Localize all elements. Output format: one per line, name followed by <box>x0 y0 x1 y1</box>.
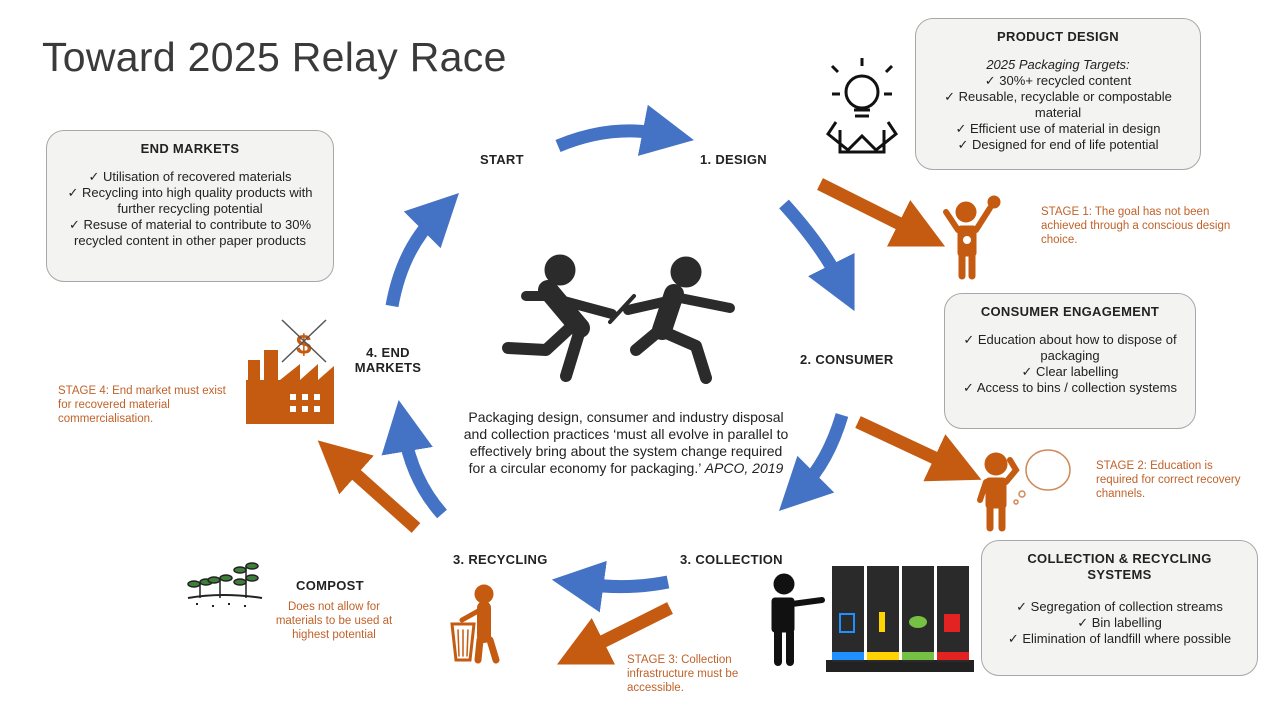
arrow-collection-recycling <box>551 560 670 613</box>
consumer-engagement-item: ✓ Access to bins / collection systems <box>963 380 1177 395</box>
arrow-stage1 <box>817 178 946 247</box>
arrow-stage4 <box>317 440 421 533</box>
collection-recycling-item: ✓ Bin labelling <box>1077 615 1162 630</box>
arrow-stage3 <box>556 602 673 665</box>
person-pointing-icon <box>771 573 825 666</box>
product-design-item: ✓ Reusable, recyclable or compostable ma… <box>944 89 1172 120</box>
label-end-markets-line2: MARKETS <box>354 360 422 375</box>
factory-dollar-icon: $ <box>246 319 334 424</box>
sprouts-icon <box>187 562 263 607</box>
consumer-engagement-box: CONSUMER ENGAGEMENT ✓ Education about ho… <box>944 293 1196 429</box>
compost-note: Does not allow for materials to be used … <box>275 601 393 641</box>
stage3-note: STAGE 3: Collection infrastructure must … <box>627 654 739 694</box>
collection-recycling-title-line2: SYSTEMS <box>1087 567 1152 582</box>
product-design-title: PRODUCT DESIGN <box>997 29 1119 44</box>
consumer-engagement-item: ✓ Clear labelling <box>1021 364 1119 379</box>
figure-thinking-icon <box>977 452 1020 532</box>
center-quote-source: APCO, 2019 <box>704 460 784 476</box>
collection-recycling-item: ✓ Elimination of landfill where possible <box>1007 631 1232 646</box>
product-design-box: PRODUCT DESIGN 2025 Packaging Targets: ✓… <box>915 18 1201 170</box>
label-collection: 3. COLLECTION <box>680 552 783 567</box>
label-recycling: 3. RECYCLING <box>453 552 548 567</box>
center-quote-text: Packaging design, consumer and industry … <box>463 409 789 476</box>
end-markets-box: END MARKETS ✓ Utilisation of recovered m… <box>46 130 334 282</box>
end-markets-title: END MARKETS <box>140 141 240 156</box>
arrow-consumer-collection <box>779 413 849 511</box>
consumer-engagement-item: ✓ Education about how to dispose of pack… <box>963 332 1177 363</box>
product-design-item: ✓ Designed for end of life potential <box>957 137 1159 152</box>
label-consumer: 2. CONSUMER <box>800 352 894 367</box>
end-markets-item: ✓ Resuse of material to contribute to 30… <box>68 217 312 248</box>
product-design-item: ✓ Efficient use of material in design <box>955 121 1161 136</box>
label-design: 1. DESIGN <box>700 152 767 167</box>
end-markets-item: ✓ Recycling into high quality products w… <box>67 185 313 216</box>
lightbulb-box-icon <box>825 58 899 154</box>
arrow-design-consumer <box>779 199 855 312</box>
end-markets-item: ✓ Utilisation of recovered materials <box>88 169 292 184</box>
label-end-markets-line1: 4. END <box>366 345 410 360</box>
collection-recycling-box: COLLECTION & RECYCLING SYSTEMS ✓ Segrega… <box>981 540 1258 676</box>
person-bin-icon <box>450 584 500 664</box>
label-end-markets: 4. END MARKETS <box>350 345 426 375</box>
product-design-item: ✓ 30%+ recycled content <box>984 73 1132 88</box>
page-title: Toward 2025 Relay Race <box>42 34 507 80</box>
collection-recycling-item: ✓ Segregation of collection streams <box>1016 599 1223 614</box>
stage4-note: STAGE 4: End market must exist for recov… <box>58 385 226 425</box>
svg-text:$: $ <box>296 329 312 360</box>
arrow-start-design <box>555 104 694 156</box>
stage2-note: STAGE 2: Education is required for corre… <box>1096 460 1241 500</box>
figure-medal-icon <box>943 195 1001 280</box>
relay-runners-icon <box>502 254 735 384</box>
label-start: START <box>480 152 524 167</box>
consumer-engagement-title: CONSUMER ENGAGEMENT <box>980 304 1160 319</box>
recycling-bins-icon <box>826 566 974 672</box>
arrow-endmarkets-start <box>385 193 459 308</box>
thought-bubble-icon <box>1013 449 1071 505</box>
arrow-stage2 <box>855 416 982 482</box>
center-quote: Packaging design, consumer and industry … <box>462 409 790 477</box>
label-compost: COMPOST <box>296 578 364 593</box>
collection-recycling-title-line1: COLLECTION & RECYCLING <box>1027 551 1212 566</box>
product-design-subtitle: 2025 Packaging Targets: <box>986 57 1130 72</box>
arrow-recycling-endmarkets <box>381 399 447 519</box>
stage1-note: STAGE 1: The goal has not been achieved … <box>1041 206 1231 246</box>
collection-recycling-title: COLLECTION & RECYCLING SYSTEMS <box>994 551 1245 583</box>
